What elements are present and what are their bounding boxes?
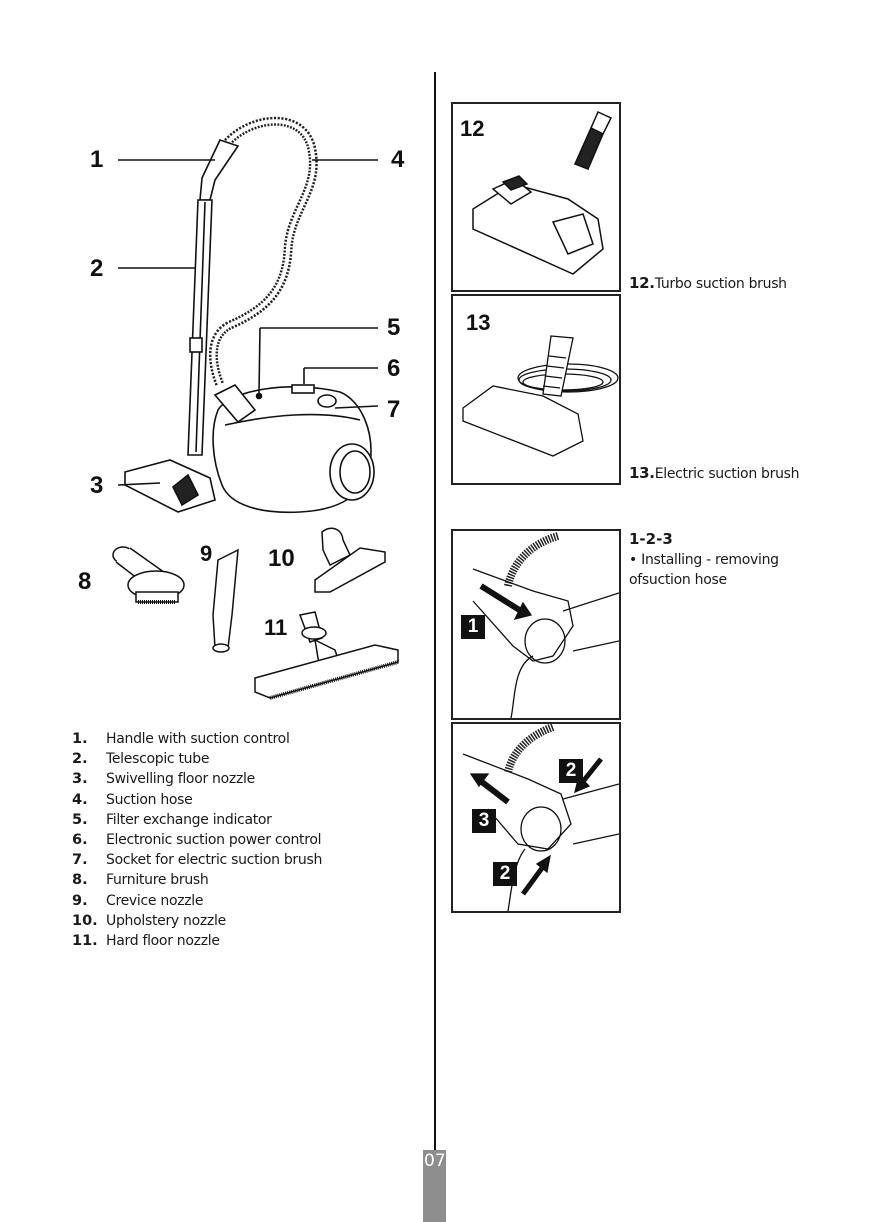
legend-item: 6.Electronic suction power control [72, 832, 322, 849]
legend-item: 4.Suction hose [72, 791, 193, 808]
hose-install-illustration [472, 532, 619, 718]
hard-floor-nozzle [254, 611, 399, 700]
hose-remove-illustration [462, 724, 619, 911]
floor-nozzle [124, 459, 216, 513]
legend-item: 11.Hard floor nozzle [72, 933, 220, 950]
electric-brush-caption: 13.Electric suction brush [629, 464, 800, 482]
furniture-brush [112, 546, 185, 604]
callout-3: 3 [90, 472, 104, 499]
callout-11: 11 [264, 615, 288, 640]
legend-item: 5.Filter exchange indicator [72, 811, 272, 828]
turbo-brush-panel: 12 [451, 102, 621, 292]
step-badge-2-bottom: 2 [493, 862, 517, 886]
legend-item: 8.Furniture brush [72, 872, 209, 889]
hose-steps-title: 1-2-3 [629, 530, 673, 548]
legend-item: 10.Upholstery nozzle [72, 912, 226, 929]
legend-item: 3.Swivelling floor nozzle [72, 771, 255, 788]
wheel [329, 443, 375, 501]
panel-label-13: 13 [466, 310, 491, 335]
step-badge-2-top: 2 [559, 759, 583, 783]
handle [199, 139, 240, 201]
bullet-icon: • [629, 552, 637, 568]
crevice-nozzle [212, 548, 239, 653]
electric-brush-illustration [462, 335, 619, 457]
electric-brush-panel: 13 [451, 294, 621, 485]
accessories-illustration [112, 527, 399, 700]
callout-8: 8 [78, 568, 92, 595]
turbo-brush-caption: 12.Turbo suction brush [629, 274, 787, 292]
callout-1: 1 [90, 146, 104, 173]
legend-item: 9.Crevice nozzle [72, 892, 204, 909]
callout-2: 2 [90, 255, 104, 282]
turbo-brush-illustration [472, 110, 613, 275]
callout-10: 10 [268, 545, 295, 572]
step-badge-3: 3 [472, 809, 496, 833]
legend-item: 7.Socket for electric suction brush [72, 852, 323, 869]
legend-item: 1.Handle with suction control [72, 731, 290, 747]
hose-steps-text: • Installing - removing ofsuction hose [629, 552, 779, 588]
callout-4: 4 [391, 146, 405, 173]
column-divider [434, 72, 436, 1152]
callout-9: 9 [200, 541, 213, 566]
panel-label-12: 12 [460, 116, 485, 141]
hose-remove-panel: 2 3 2 [451, 722, 621, 913]
step-badge-1: 1 [461, 615, 485, 639]
legend-item: 2.Telescopic tube [72, 751, 210, 768]
callout-5: 5 [387, 314, 401, 341]
callout-6: 6 [387, 355, 401, 382]
upholstery-nozzle [314, 527, 386, 593]
hose-install-panel: 1 [451, 529, 621, 720]
vacuum-cleaner-illustration [117, 116, 379, 514]
parts-legend: 1.Handle with suction control 2.Telescop… [72, 729, 322, 951]
page-number: 07 [423, 1150, 446, 1222]
callout-7: 7 [387, 396, 401, 423]
